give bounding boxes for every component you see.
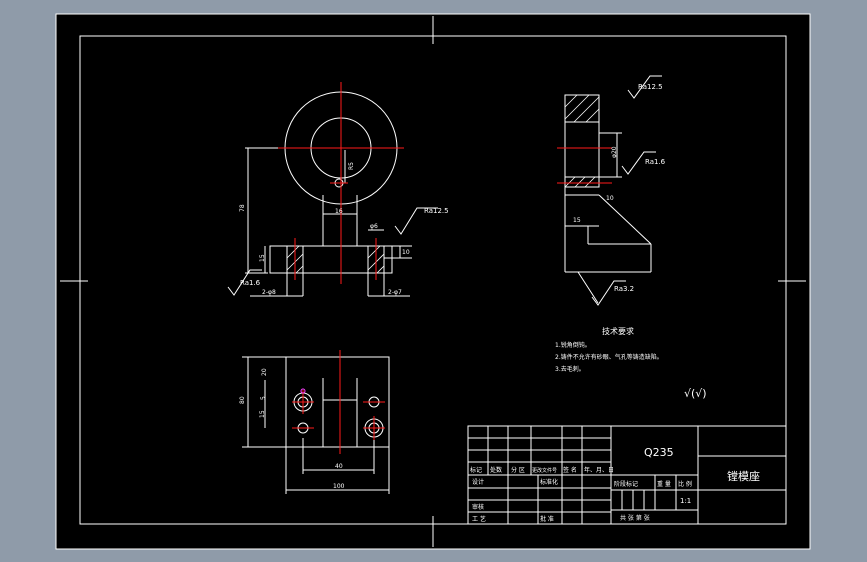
dim-100-label: 100 xyxy=(333,483,345,490)
dim-20-label: 20 xyxy=(261,368,268,376)
tech-req-item-2: 2.铸件不允许有砂眼、气孔等铸造缺陷。 xyxy=(555,353,663,361)
ra-front-label: Ra12.5 xyxy=(424,207,449,215)
magenta-marker xyxy=(300,388,306,394)
tb-check: 审核 xyxy=(472,503,484,511)
dim-80-label: 80 xyxy=(239,396,246,404)
dim-r-label: R5 xyxy=(348,162,355,170)
phi-hole-label: 2-φ8 xyxy=(262,289,276,296)
general-finish: √(√) xyxy=(684,387,707,400)
tech-req-item-1: 1.锐角倒钝。 xyxy=(555,341,591,349)
dim-16-label: 16 xyxy=(335,208,343,215)
tb-standard: 标准化 xyxy=(540,478,558,486)
tb-process: 工 艺 xyxy=(472,515,486,523)
top-view-centerlines xyxy=(292,350,385,454)
tb-header-3: 更改文件号 xyxy=(532,467,557,474)
dim-40-label: 40 xyxy=(335,463,343,470)
side-view xyxy=(564,75,662,306)
dim-side-phi-label: φ20 xyxy=(611,146,618,158)
tb-sheet-info: 共 张 第 张 xyxy=(620,514,650,522)
dim-78-label: 78 xyxy=(239,204,246,212)
tb-header-0: 标记 xyxy=(470,466,482,474)
tb-weight: 重 量 xyxy=(657,480,671,488)
ra-left-label: Ra1.6 xyxy=(240,279,261,287)
material-label: Q235 xyxy=(644,446,674,459)
part-name-label: 镗模座 xyxy=(727,469,760,483)
dim-side3-label: 10 xyxy=(606,195,614,202)
centering-marks xyxy=(60,16,806,547)
tb-approve: 批 准 xyxy=(540,515,554,523)
tb-scale-value: 1:1 xyxy=(680,497,691,505)
ra-bottom-right-label: Ra3.2 xyxy=(614,285,634,293)
title-block xyxy=(467,425,787,525)
dim-base-label: 15 xyxy=(259,254,266,262)
side-view-centerlines xyxy=(557,147,612,184)
dim-side-label: 10 xyxy=(402,249,410,256)
dim-15-label: 15 xyxy=(573,217,581,224)
ra-mid-right-label: Ra1.6 xyxy=(645,158,666,166)
tb-scale: 比 例 xyxy=(678,480,692,488)
tech-req-item-3: 3.去毛刺。 xyxy=(555,365,585,373)
front-view-centerlines xyxy=(278,82,404,284)
tb-design: 设计 xyxy=(472,478,484,486)
dim-15b-label: 15 xyxy=(259,410,266,418)
tech-req-title: 技术要求 xyxy=(602,326,634,336)
dim-5-label: 5 xyxy=(260,396,267,400)
tb-header-2: 分 区 xyxy=(511,466,525,474)
dim-hole-label: φ6 xyxy=(370,223,378,230)
tb-stage: 阶段标记 xyxy=(614,480,638,488)
tb-header-1: 处数 xyxy=(490,466,502,474)
ra-top-right-label: Ra12.5 xyxy=(638,83,663,91)
tb-header-4: 签 名 xyxy=(563,466,577,474)
phi-hole2-label: 2-φ7 xyxy=(388,289,402,296)
tb-header-5: 年、月、日 xyxy=(584,466,614,474)
paper xyxy=(55,13,811,550)
